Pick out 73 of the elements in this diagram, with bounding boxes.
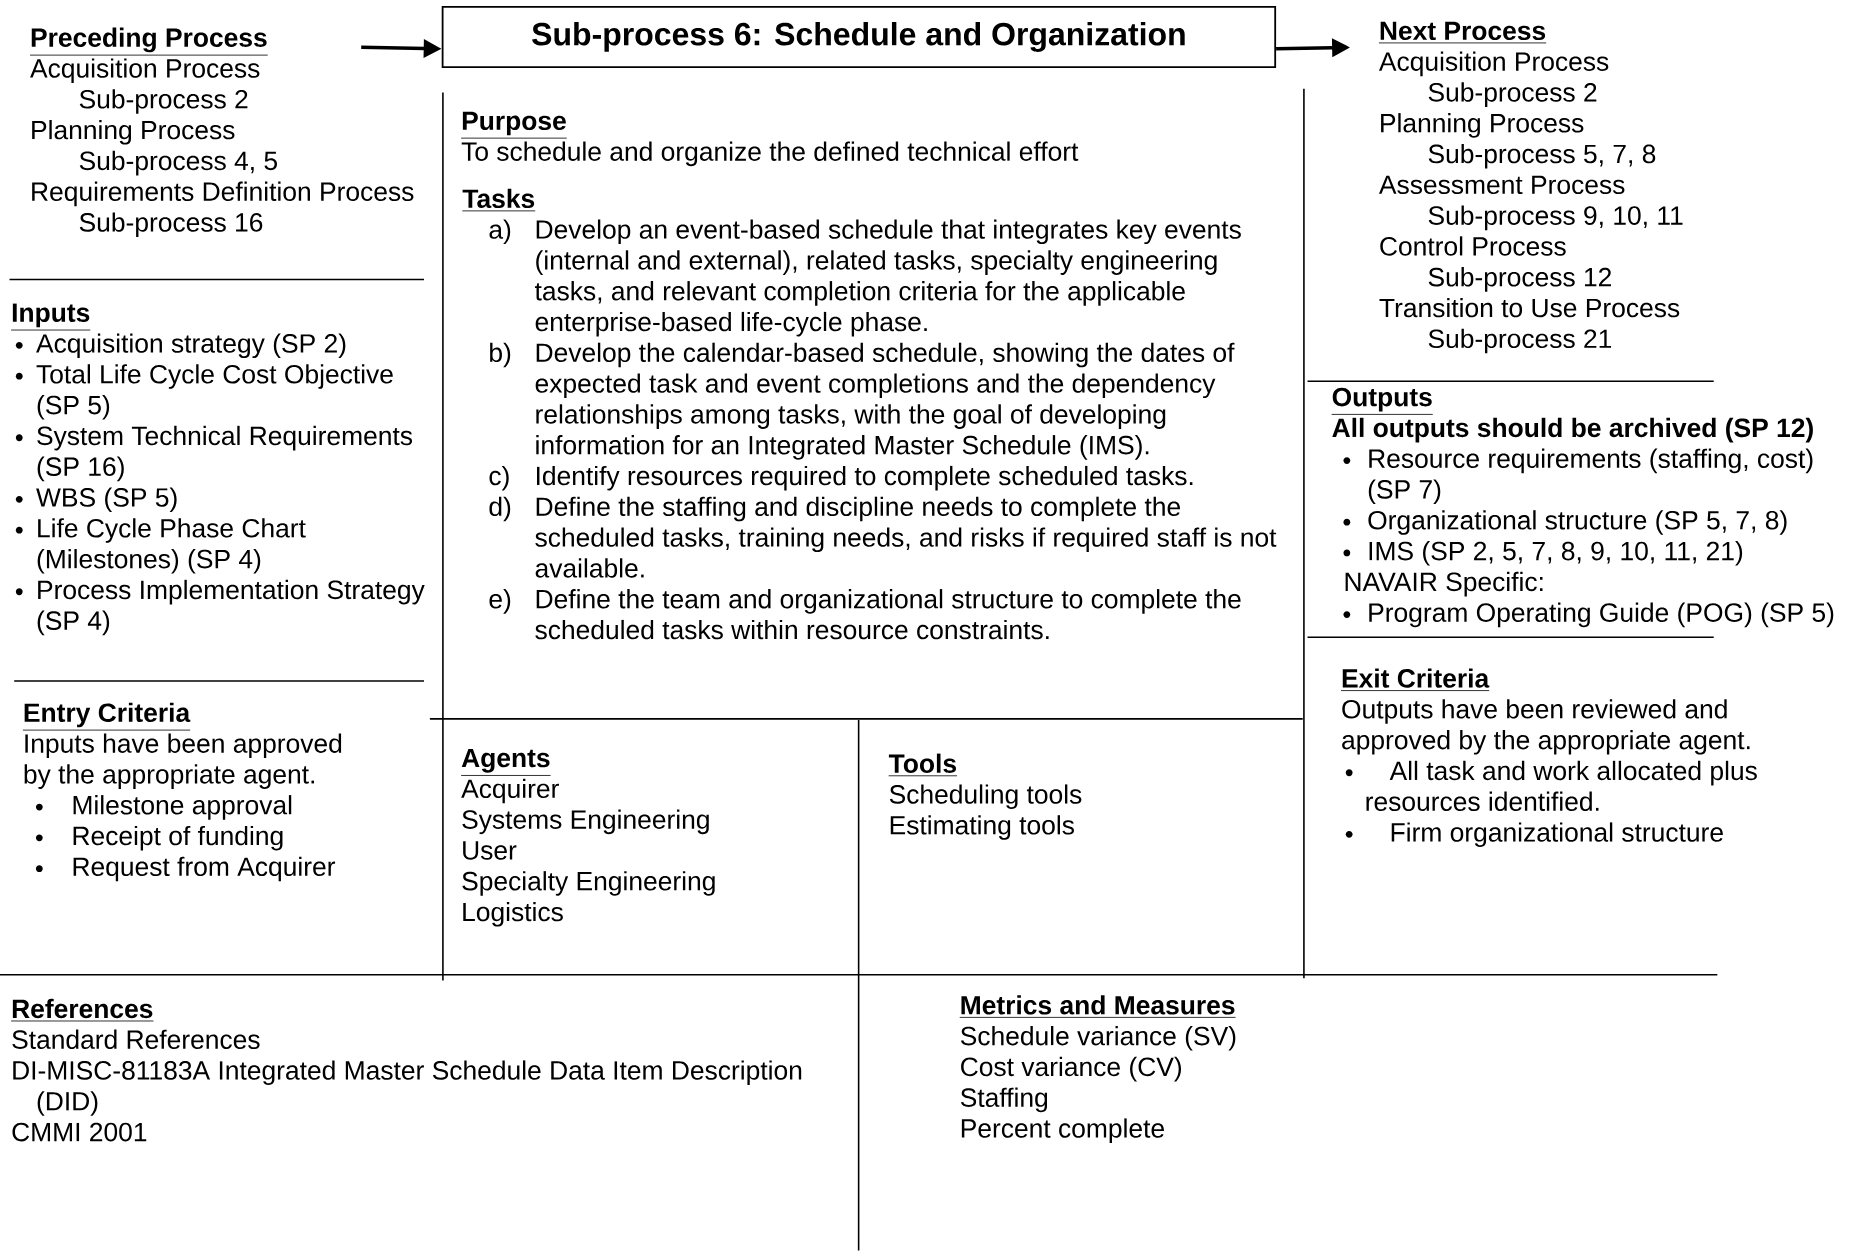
bullet-item: WBS (SP 5) bbox=[15, 487, 177, 512]
section-heading: Tools bbox=[888, 753, 958, 777]
body-text: NAVAIR Specific: bbox=[1345, 571, 1543, 597]
body-text: Schedule variance (SV) bbox=[960, 1026, 1236, 1051]
list-marker: a) bbox=[489, 219, 511, 245]
section-heading: Agents bbox=[460, 748, 551, 776]
process-name: Acquisition Process bbox=[30, 58, 260, 83]
sub-process-name: Sub-process 5, 7, 8 bbox=[1428, 143, 1656, 169]
process-name: Planning Process bbox=[32, 120, 235, 145]
process-name: Transition to Use Process bbox=[1379, 297, 1680, 318]
bullet-item: Total Life Cycle Cost Objective (SP 5) bbox=[15, 364, 393, 420]
sub-process-name: Sub-process 4, 5 bbox=[79, 150, 277, 176]
section-heading: Next Process bbox=[1378, 21, 1547, 44]
body-text: Cost variance (CV) bbox=[961, 1056, 1181, 1082]
process-name: Assessment Process bbox=[1379, 175, 1625, 195]
body-text: Scheduling tools bbox=[889, 784, 1082, 809]
sub-process-name: Sub-process 21 bbox=[1428, 328, 1612, 354]
sub-process-name: Sub-process 2 bbox=[79, 89, 248, 114]
list-marker: c) bbox=[489, 465, 509, 491]
sub-process-name: Sub-process 2 bbox=[1428, 82, 1597, 107]
section-heading: Purpose bbox=[460, 111, 568, 139]
section-heading: Metrics and Measures bbox=[959, 995, 1236, 1018]
section-heading: Outputs bbox=[1331, 387, 1434, 415]
body-text: CMMI 2001 bbox=[12, 1122, 147, 1142]
body-text: Standard References bbox=[12, 1029, 260, 1049]
section-heading: Exit Criteria bbox=[1340, 668, 1490, 691]
process-name: Planning Process bbox=[1381, 113, 1584, 138]
sub-process-name: Sub-process 9, 10, 11 bbox=[1428, 205, 1683, 231]
bullet-item: System Technical Requirements (SP 16) bbox=[15, 425, 413, 482]
sub-process-name: Sub-process 12 bbox=[1428, 267, 1611, 292]
bullet-item: Organizational structure (SP 5, 7, 8) bbox=[1343, 510, 1787, 535]
body-text: Outputs have been reviewed and approved by the appropriate agent. bbox=[1342, 699, 1750, 755]
bullet-item: Process Implementation Strategy (SP 4) bbox=[15, 579, 425, 636]
body-text: Logistics bbox=[463, 901, 563, 927]
bullet-item: Request from Acquirer bbox=[35, 856, 336, 882]
task-text: Define the team and organizational structure to complete the scheduled tasks within resource constraints. bbox=[535, 589, 1241, 640]
task-text: Develop the calendar-based schedule, showing the dates of expected task and event completions and the dependency relationships among tasks, with the goal of developing information for an Integrated Master Schedule (IMS). bbox=[535, 342, 1235, 460]
list-marker: d) bbox=[489, 496, 511, 522]
body-text: DI-MISC-81183A Integrated Master Schedule Data Item Description (DID) bbox=[13, 1060, 802, 1116]
body-text: Acquirer bbox=[461, 778, 559, 804]
section-heading: Inputs bbox=[10, 303, 91, 331]
bullet-item: Acquisition strategy (SP 2) bbox=[15, 333, 346, 359]
bullet-item: Receipt of funding bbox=[35, 825, 283, 851]
section-heading: References bbox=[10, 998, 154, 1022]
bullet-item: Milestone approval bbox=[35, 795, 292, 820]
process-name: Requirements Definition Process bbox=[32, 181, 414, 207]
section-heading: Tasks bbox=[461, 188, 536, 212]
bullet-item: IMS (SP 2, 5, 7, 8, 9, 10, 11, 21) bbox=[1343, 541, 1743, 566]
sub-process-name: Sub-process 16 bbox=[79, 212, 263, 237]
task-text: Define the staffing and discipline needs to complete the scheduled tasks, training needs, and risks if required staff is not available. bbox=[535, 496, 1277, 578]
body-text: Specialty Engineering bbox=[462, 871, 715, 896]
bullet-item: Resource requirements (staffing, cost) (SP 7) bbox=[1343, 448, 1813, 504]
process-name: Control Process bbox=[1380, 236, 1566, 256]
section-heading: Preceding Process bbox=[29, 27, 269, 56]
bullet-item: Program Operating Guide (POG) (SP 5) bbox=[1343, 602, 1834, 628]
list-marker: e) bbox=[489, 589, 511, 614]
bold-note: All outputs should be archived (SP 12) bbox=[1332, 417, 1813, 443]
bullet-item: All task and work allocated plus resources identified. bbox=[1345, 760, 1757, 811]
body-text: User bbox=[463, 841, 517, 860]
list-marker: b) bbox=[490, 342, 511, 368]
bullet-item: Firm organizational structure bbox=[1345, 822, 1723, 847]
body-text: Staffing bbox=[960, 1087, 1048, 1113]
body-text: Estimating tools bbox=[890, 815, 1074, 840]
section-heading: Entry Criteria bbox=[22, 702, 191, 731]
bullet-item: Life Cycle Phase Chart (Milestones) (SP 4) bbox=[15, 518, 306, 574]
body-text: Systems Engineering bbox=[462, 809, 709, 835]
process-name: Acquisition Process bbox=[1379, 51, 1609, 77]
body-text: Inputs have been approved by the appropriate agent. bbox=[24, 733, 342, 789]
title-box: Sub-process 6: Schedule and Organization bbox=[441, 5, 1277, 69]
task-text: Develop an event-based schedule that integrates key events (internal and external), related tasks, specialty engineering tasks, and relevant completion criteria for the applicable enterprise-based life-cycle phase. bbox=[534, 219, 1241, 337]
body-text: Percent complete bbox=[961, 1118, 1164, 1143]
task-text: Identify resources required to complete scheduled tasks. bbox=[537, 465, 1193, 491]
body-text: To schedule and organize the defined technical effort bbox=[461, 141, 1079, 167]
